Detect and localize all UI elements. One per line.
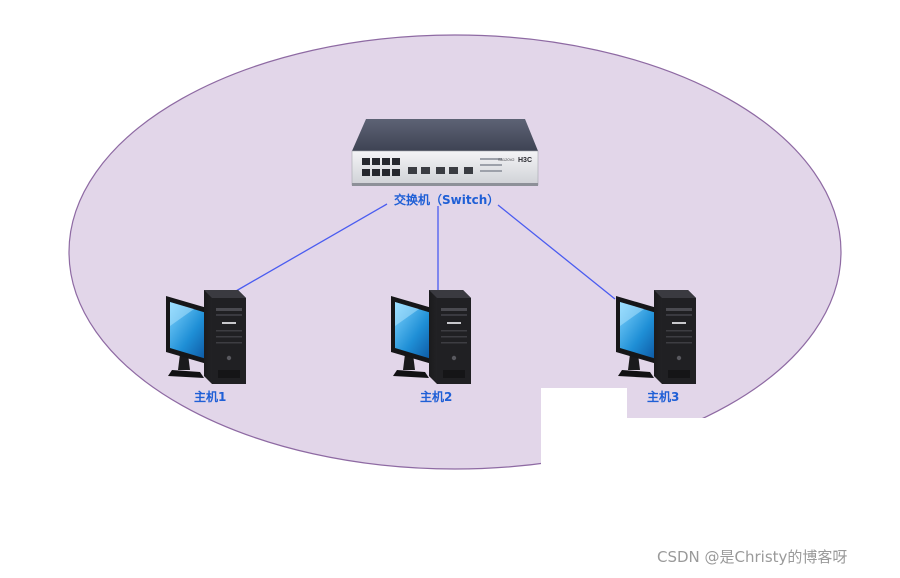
switch-model-text: S5120V2 — [498, 157, 515, 162]
link-switch-host3 — [497, 204, 616, 300]
host-1-label: 主机1 — [194, 389, 226, 404]
switch-brand-logo: H3C — [518, 157, 532, 164]
switch-device: S5120V2 H3C — [351, 119, 539, 186]
host-3-label: 主机3 — [647, 389, 679, 404]
white-notch-lower — [626, 418, 856, 478]
watermark-text: CSDN @是Christy的博客呀 — [657, 548, 847, 566]
switch-label: 交换机（Switch） — [394, 192, 499, 207]
link-switch-host1 — [235, 203, 388, 292]
host-2-label: 主机2 — [420, 389, 452, 404]
network-zone-ellipse — [68, 34, 842, 470]
switch-ports-icon — [362, 158, 400, 176]
white-notch — [541, 388, 627, 478]
